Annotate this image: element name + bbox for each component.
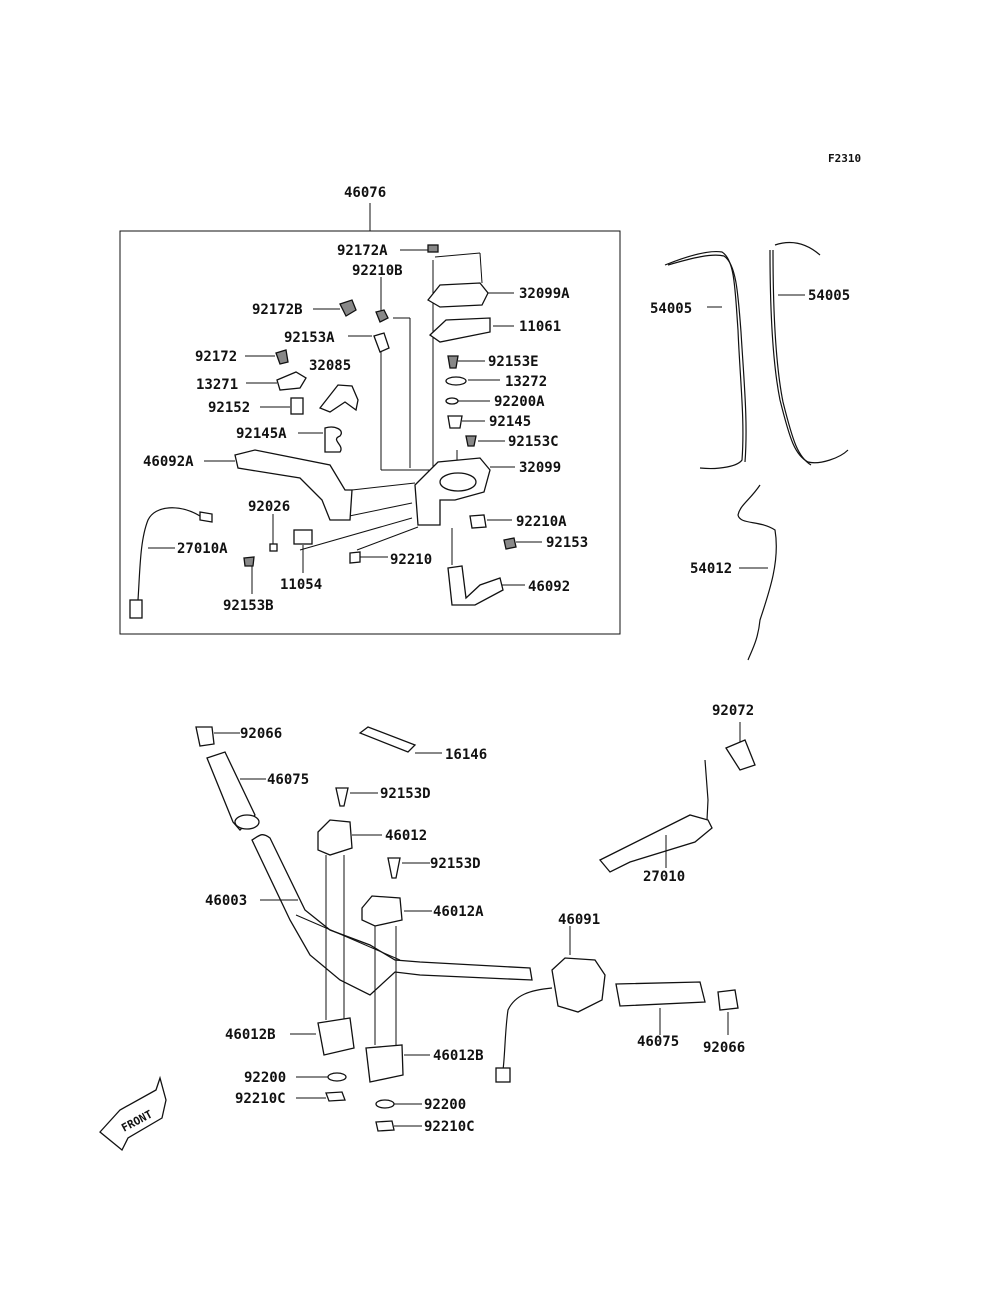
cables [664,241,849,661]
part-label-27010: 27010 [643,869,685,885]
part-labels: 46076 92172A 92210B 32099A 92172B 11061 92153A… [143,185,850,1135]
part-label-92200b: 92200 [424,1097,466,1113]
front-arrow: FRONT [99,1075,167,1152]
part-label-92066r: 92066 [703,1040,745,1056]
part-label-92153: 92153 [546,535,588,551]
part-label-92153d2: 92153D [430,856,481,872]
part-label-92072: 92072 [712,703,754,719]
handlebar-assembly [195,726,533,1132]
throttle-assembly [598,722,756,873]
right-switch-and-grip [495,926,739,1083]
part-label-46076: 46076 [344,185,386,201]
part-label-54012: 54012 [690,561,732,577]
part-label-13272: 13272 [505,374,547,390]
part-label-92210a: 92210A [516,514,567,530]
part-label-92153d1: 92153D [380,786,431,802]
part-label-11061: 11061 [519,319,561,335]
part-label-92210ca: 92210C [235,1091,286,1107]
part-label-92172a: 92172A [337,243,388,259]
part-label-32099a: 32099A [519,286,570,302]
figure-code: F2310 [828,152,861,165]
part-label-46012: 46012 [385,828,427,844]
part-label-32099: 32099 [519,460,561,476]
part-label-92200a: 92200 [244,1070,286,1086]
part-label-92153c: 92153C [508,434,559,450]
box-parts [129,244,517,619]
part-label-92152: 92152 [208,400,250,416]
part-label-46092: 46092 [528,579,570,595]
part-label-46092a: 46092A [143,454,194,470]
part-label-92153a: 92153A [284,330,335,346]
part-label-46012b1: 46012B [225,1027,276,1043]
part-label-16146: 16146 [445,747,487,763]
part-label-92153b: 92153B [223,598,274,614]
part-label-92026: 92026 [248,499,290,515]
part-label-92200a: 92200A [494,394,545,410]
part-label-46012b2: 46012B [433,1048,484,1064]
part-label-92145a: 92145A [236,426,287,442]
part-label-92210: 92210 [390,552,432,568]
part-label-46075l: 46075 [267,772,309,788]
part-label-46003: 46003 [205,893,247,909]
brake-assembly-box [119,203,621,635]
part-label-92210cb: 92210C [424,1119,475,1135]
part-label-27010a: 27010A [177,541,228,557]
part-label-13271: 13271 [196,377,238,393]
part-label-46012a: 46012A [433,904,484,920]
part-label-46075r: 46075 [637,1034,679,1050]
part-label-54005r: 54005 [808,288,850,304]
leader-lines [148,249,542,594]
part-label-92153e: 92153E [488,354,539,370]
part-label-92172: 92172 [195,349,237,365]
part-label-92066l: 92066 [240,726,282,742]
part-label-32085: 32085 [309,358,351,374]
part-label-11054: 11054 [280,577,322,593]
part-label-92210b: 92210B [352,263,403,279]
part-label-54005l: 54005 [650,301,692,317]
part-label-92172b: 92172B [252,302,303,318]
part-label-92145: 92145 [489,414,531,430]
part-label-46091: 46091 [558,912,600,928]
